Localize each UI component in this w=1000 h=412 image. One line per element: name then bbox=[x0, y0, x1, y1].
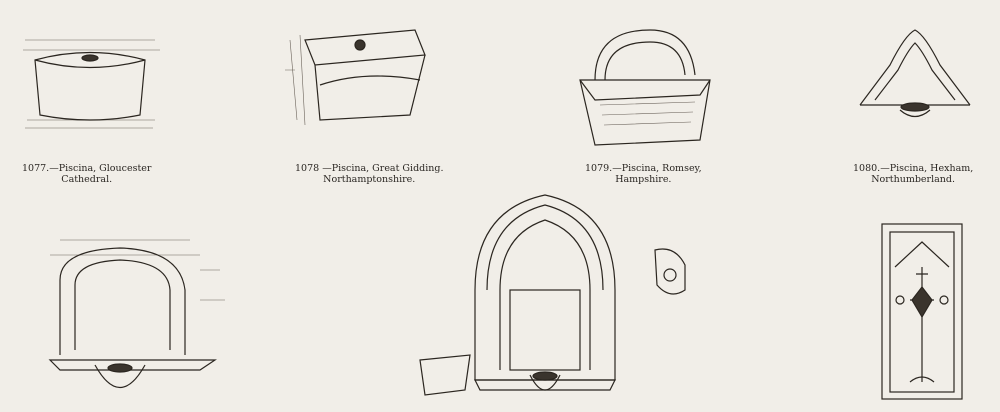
caption-line2: Northamptonshire. bbox=[323, 174, 416, 185]
piscina-niche-illustration bbox=[48, 239, 225, 389]
incised-cross-slab-illustration bbox=[881, 223, 963, 400]
caption-line1: 1078 —Piscina, Great Gidding. bbox=[295, 163, 444, 174]
piscina-gothic-arch-illustration bbox=[419, 194, 686, 396]
piscina-great-gidding-illustration bbox=[285, 29, 426, 126]
caption-1080: 1080.—Piscina, Hexham, Northumberland. bbox=[853, 163, 973, 185]
caption-1078: 1078 —Piscina, Great Gidding. Northampto… bbox=[295, 163, 443, 185]
caption-1077: 1077.—Piscina, Gloucester Cathedral. bbox=[22, 163, 151, 185]
caption-line2: Hampshire. bbox=[615, 174, 672, 185]
piscina-gloucester-illustration bbox=[23, 39, 160, 129]
caption-line1: 1077.—Piscina, Gloucester bbox=[22, 163, 152, 174]
piscina-romsey-illustration bbox=[579, 29, 711, 146]
caption-line1: 1079.—Piscina, Romsey, bbox=[585, 163, 702, 174]
caption-1079: 1079.—Piscina, Romsey, Hampshire. bbox=[585, 163, 702, 185]
piscina-hexham-illustration bbox=[859, 29, 971, 118]
caption-line2: Northumberland. bbox=[871, 174, 956, 185]
caption-line2: Cathedral. bbox=[61, 174, 113, 185]
caption-line1: 1080.—Piscina, Hexham, bbox=[853, 163, 974, 174]
